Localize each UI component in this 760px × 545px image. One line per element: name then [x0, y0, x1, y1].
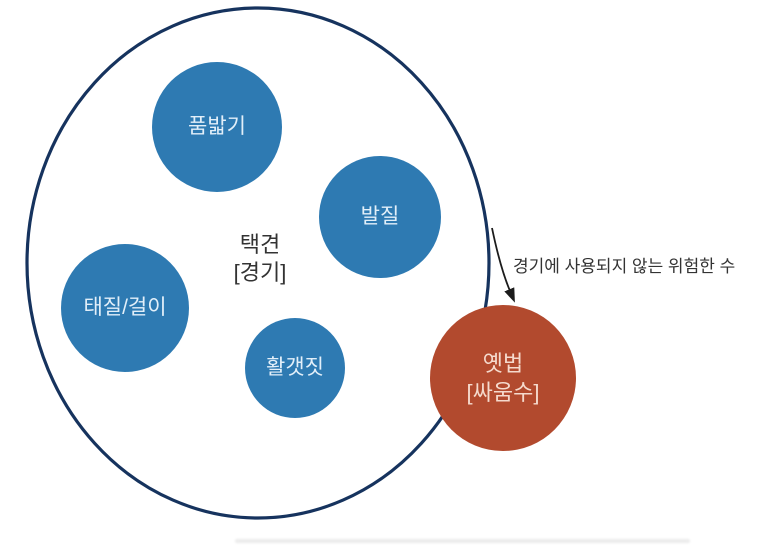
circle-yetbeop: 옛법 [싸움수]: [430, 305, 576, 451]
circle-baljil: 발질: [319, 156, 441, 278]
circle-hwalgaetjit-label: 활갯짓: [266, 356, 324, 380]
circle-pumbapgi: 품밟기: [152, 62, 282, 192]
circle-yetbeop-label-line2: [싸움수]: [466, 380, 540, 405]
circle-hwalgaetjit: 활갯짓: [245, 318, 345, 418]
circle-taejil-geori-label: 태질/걸이: [83, 296, 167, 320]
circle-taejil-geori: 태질/걸이: [61, 244, 189, 372]
scan-artifact: [235, 539, 690, 543]
annotation-text: 경기에 사용되지 않는 위험한 수: [513, 257, 736, 276]
circle-baljil-label: 발질: [360, 205, 400, 229]
center-label-line2: [경기]: [233, 260, 287, 285]
annotation-arrow: [491, 227, 515, 303]
circle-yetbeop-label-line1: 옛법: [482, 350, 524, 376]
center-label: 택견 [경기]: [185, 231, 335, 287]
center-label-line1: 택견: [239, 232, 281, 257]
competition-boundary-ellipse: [25, 6, 491, 520]
circle-pumbapgi-label: 품밟기: [188, 115, 246, 139]
